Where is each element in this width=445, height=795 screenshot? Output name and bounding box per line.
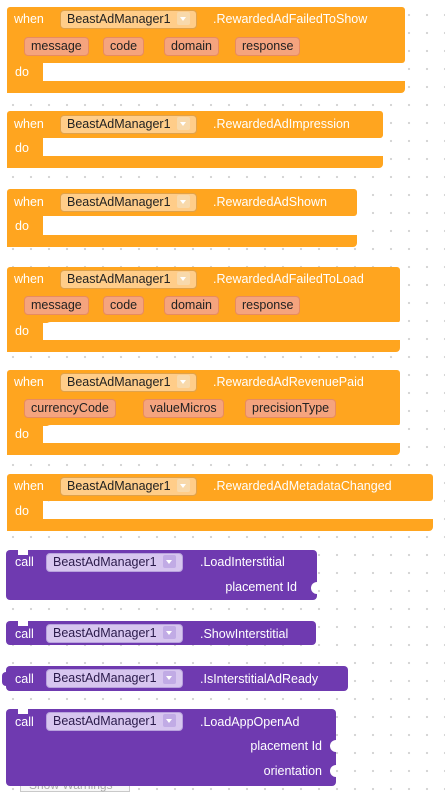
chevron-down-icon [176,272,190,285]
component-dropdown[interactable]: BeastAdManager1 [60,10,197,29]
chevron-down-icon [176,195,190,208]
event-name: .RewardedAdImpression [213,117,350,131]
event-block-rewarded-ad-failed-to-show[interactable]: when BeastAdManager1 .RewardedAdFailedTo… [7,7,405,93]
method-name: .ShowInterstitial [200,627,289,641]
call-block-show-interstitial[interactable]: call BeastAdManager1 .ShowInterstitial [6,621,316,645]
event-name: .RewardedAdFailedToShow [213,12,368,26]
component-dropdown[interactable]: BeastAdManager1 [60,193,197,212]
component-dropdown[interactable]: BeastAdManager1 [46,712,183,731]
do-keyword: do [15,219,29,233]
component-dropdown[interactable]: BeastAdManager1 [46,624,183,643]
call-keyword: call [15,555,34,569]
event-param[interactable]: domain [164,296,219,315]
event-block-footer [7,156,383,168]
do-keyword: do [15,65,29,79]
event-name: .RewardedAdFailedToLoad [213,272,364,286]
event-param[interactable]: domain [164,37,219,56]
method-name: .LoadAppOpenAd [200,715,300,729]
argument-label: placement Id [250,739,322,753]
do-statement-slot[interactable] [43,501,433,523]
component-dropdown[interactable]: BeastAdManager1 [60,270,197,289]
chevron-down-icon [176,479,190,492]
event-param[interactable]: currencyCode [24,399,116,418]
event-block-rewarded-ad-metadata-changed[interactable]: when BeastAdManager1 .RewardedAdMetadata… [7,474,433,531]
chevron-down-icon [162,714,176,727]
when-keyword: when [14,12,44,26]
event-param[interactable]: code [103,296,145,315]
event-param[interactable]: precisionType [245,399,337,418]
when-keyword: when [14,479,44,493]
do-keyword: do [15,141,29,155]
argument-socket[interactable] [330,740,336,752]
do-keyword: do [15,427,29,441]
event-param[interactable]: response [235,296,301,315]
output-plug [2,672,8,686]
previous-connection-notch [18,550,28,555]
do-keyword: do [15,324,29,338]
event-block-rewarded-ad-shown[interactable]: when BeastAdManager1 .RewardedAdShown do [7,189,357,247]
event-block-rewarded-ad-impression[interactable]: when BeastAdManager1 .RewardedAdImpressi… [7,111,383,168]
chevron-down-icon [162,555,176,568]
component-dropdown[interactable]: BeastAdManager1 [46,669,183,688]
do-keyword: do [15,504,29,518]
call-keyword: call [15,627,34,641]
call-keyword: call [15,672,34,686]
event-block-footer [7,443,400,455]
chevron-down-icon [176,117,190,130]
event-block-footer [7,340,400,352]
when-keyword: when [14,375,44,389]
event-param[interactable]: response [235,37,301,56]
event-block-footer [7,235,357,247]
event-param[interactable]: message [24,37,89,56]
call-block-load-app-open-ad[interactable]: call BeastAdManager1 .LoadAppOpenAd plac… [6,709,336,786]
do-statement-slot[interactable] [43,425,400,448]
chevron-down-icon [162,626,176,639]
argument-label: orientation [263,764,322,778]
argument-label: placement Id [225,580,297,594]
event-name: .RewardedAdShown [213,195,327,209]
chevron-down-icon [176,12,190,25]
chevron-down-icon [162,671,176,684]
event-name: .RewardedAdMetadataChanged [213,479,392,493]
component-dropdown[interactable]: BeastAdManager1 [60,115,197,134]
component-dropdown[interactable]: BeastAdManager1 [60,477,197,496]
when-keyword: when [14,272,44,286]
event-block-footer [7,519,433,531]
call-keyword: call [15,715,34,729]
method-name: .IsInterstitialAdReady [200,672,319,686]
previous-connection-notch [18,709,28,714]
previous-connection-notch [18,621,28,626]
event-block-rewarded-ad-failed-to-load[interactable]: when BeastAdManager1 .RewardedAdFailedTo… [7,267,400,352]
do-statement-slot[interactable] [43,322,400,345]
when-keyword: when [14,117,44,131]
event-param[interactable]: valueMicros [143,399,224,418]
event-block-rewarded-ad-revenue-paid[interactable]: when BeastAdManager1 .RewardedAdRevenueP… [7,370,400,455]
event-param[interactable]: message [24,296,89,315]
method-name: .LoadInterstitial [200,555,285,569]
call-block-load-interstitial[interactable]: call BeastAdManager1 .LoadInterstitial p… [6,550,317,600]
event-param[interactable]: code [103,37,145,56]
component-dropdown[interactable]: BeastAdManager1 [46,553,183,572]
argument-socket[interactable] [311,582,317,594]
do-statement-slot[interactable] [43,138,383,160]
call-block-is-interstitial-ad-ready[interactable]: call BeastAdManager1 .IsInterstitialAdRe… [6,666,348,691]
component-dropdown[interactable]: BeastAdManager1 [60,373,197,392]
chevron-down-icon [176,375,190,388]
when-keyword: when [14,195,44,209]
argument-socket[interactable] [330,765,336,777]
event-name: .RewardedAdRevenuePaid [213,375,364,389]
event-block-footer [7,81,405,93]
do-statement-slot[interactable] [43,216,357,238]
